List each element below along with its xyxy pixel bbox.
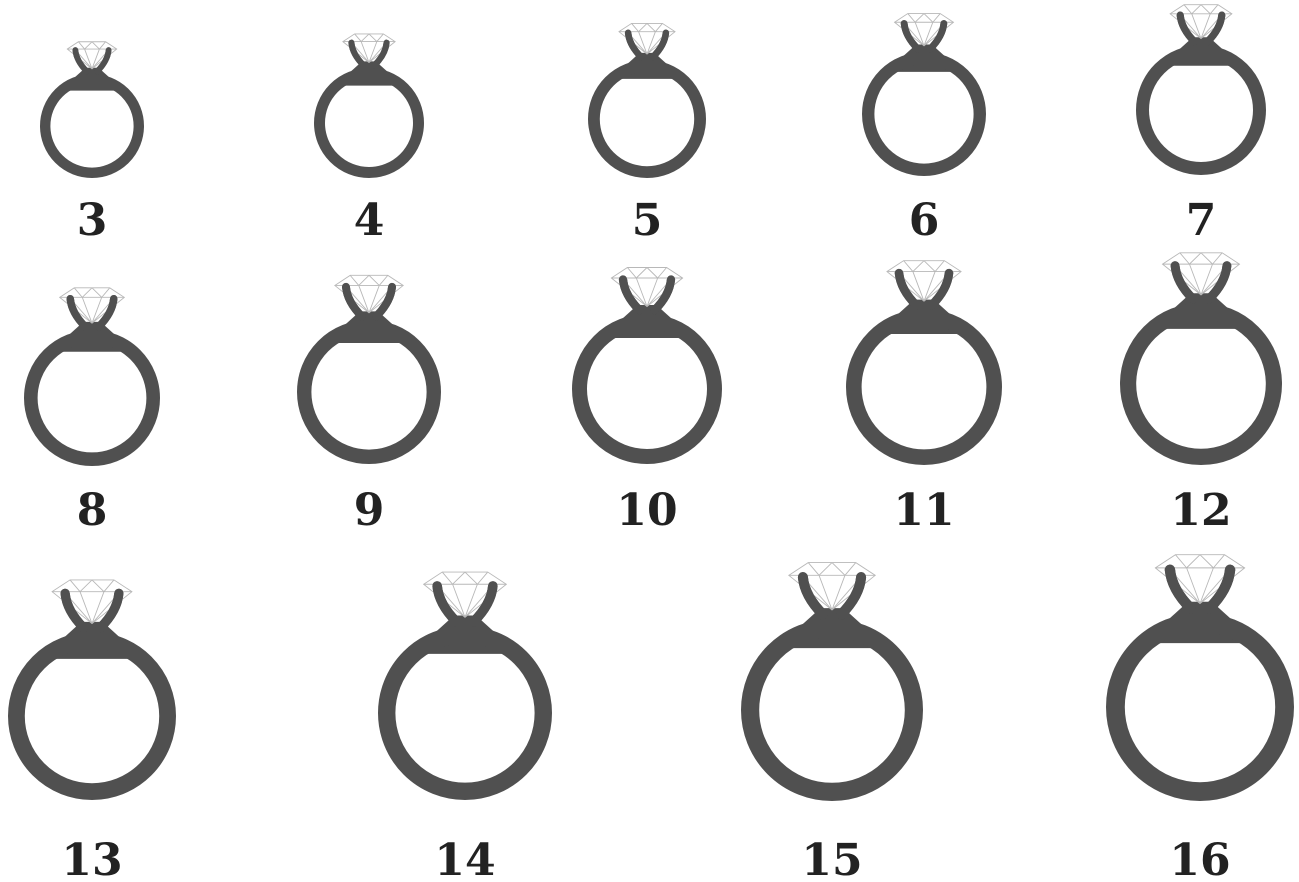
ring-size-9: 9 (304, 275, 434, 536)
ring-band (45, 79, 139, 173)
ring-size-label: 5 (632, 195, 663, 246)
ring-size-13: 13 (16, 580, 167, 882)
ring-band (1128, 311, 1274, 457)
ring-band (304, 327, 434, 457)
ring-band (387, 635, 544, 792)
ring-size-label: 13 (61, 835, 122, 882)
ring-size-label: 9 (354, 485, 385, 536)
ring-size-15: 15 (750, 563, 914, 882)
ring-band (16, 640, 167, 791)
ring-band (580, 322, 715, 457)
ring-size-5: 5 (594, 23, 700, 246)
ring-size-label: 14 (434, 835, 495, 882)
rings-layer: 3 4 5 6 7 8 9 10 11 12 13 14 15 16 (16, 5, 1284, 882)
ring-size-label: 12 (1170, 485, 1231, 536)
ring-band (854, 317, 994, 457)
ring-size-16: 16 (1115, 555, 1284, 882)
ring-size-label: 3 (77, 195, 108, 246)
ring-size-3: 3 (45, 42, 139, 246)
ring-size-6: 6 (868, 14, 980, 246)
ring-size-label: 4 (354, 195, 385, 246)
ring-band (31, 337, 153, 459)
ring-size-4: 4 (320, 34, 419, 246)
ring-size-label: 8 (77, 485, 108, 536)
ring-size-label: 11 (893, 485, 954, 536)
ring-size-7: 7 (1143, 5, 1260, 246)
ring-band (594, 66, 700, 172)
ring-size-label: 10 (616, 485, 677, 536)
ring-size-label: 16 (1169, 835, 1230, 882)
ring-band (320, 74, 419, 173)
ring-size-12: 12 (1128, 253, 1274, 536)
ring-band (1143, 52, 1260, 169)
ring-band (750, 628, 914, 792)
ring-band (1115, 622, 1284, 791)
ring-size-label: 15 (801, 835, 862, 882)
ring-size-14: 14 (387, 572, 544, 882)
ring-size-8: 8 (31, 288, 153, 536)
ring-size-label: 7 (1186, 195, 1217, 246)
ring-size-label: 6 (909, 195, 940, 246)
ring-band (868, 58, 980, 170)
ring-size-10: 10 (580, 268, 715, 537)
ring-size-11: 11 (854, 261, 994, 536)
